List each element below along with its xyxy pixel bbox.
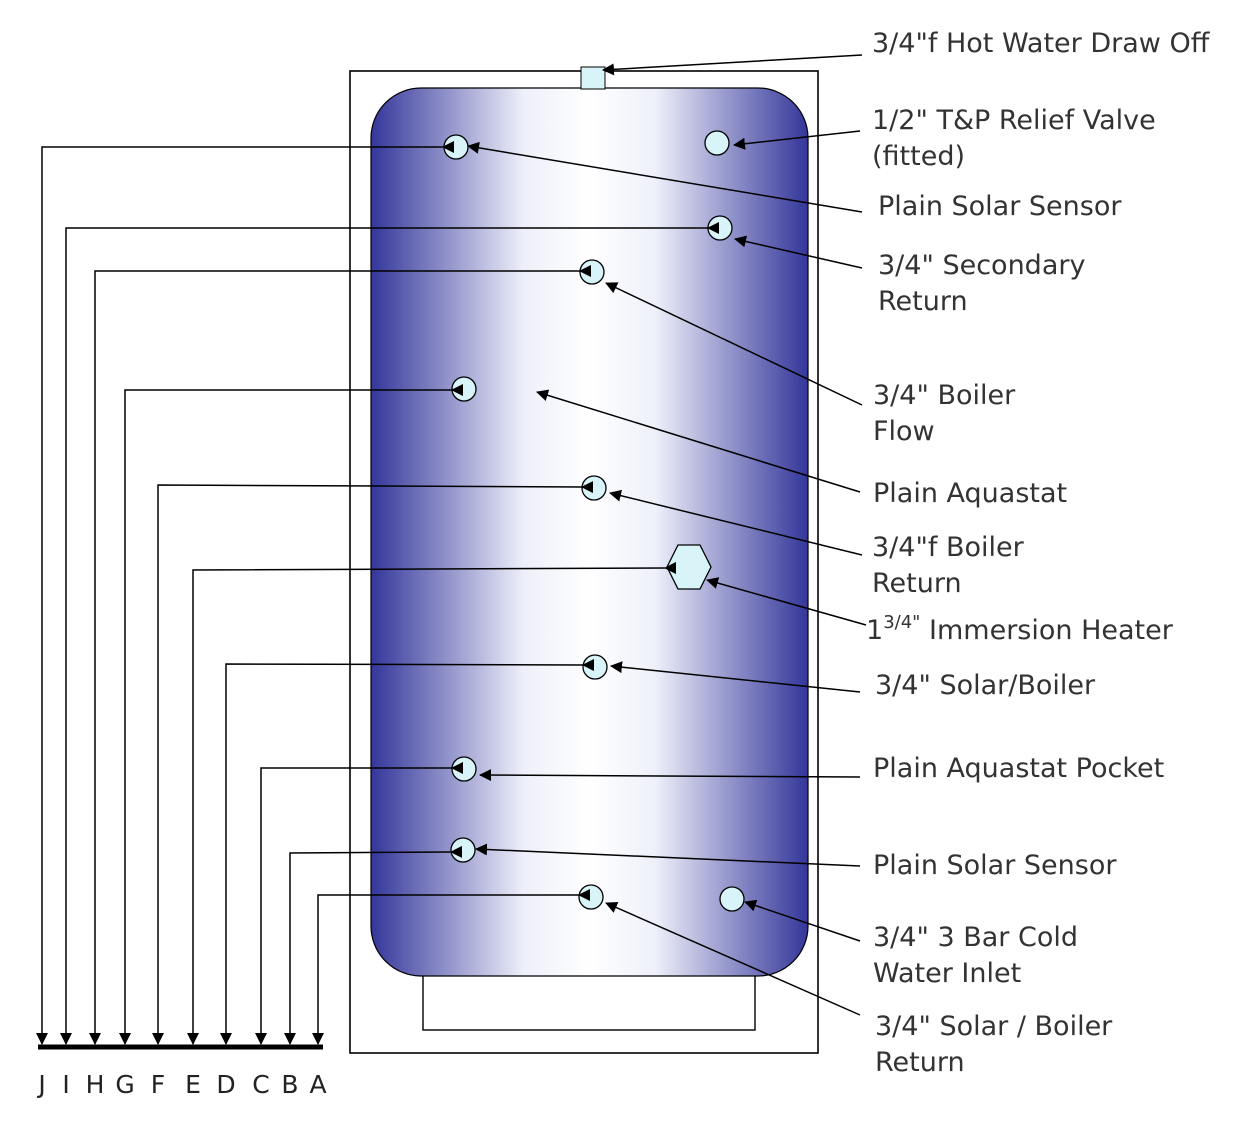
leader-solar-sensor-top bbox=[467, 141, 863, 213]
label-boiler-flow-line1: 3/4" Boiler bbox=[873, 380, 1016, 411]
axis-letter-F: F bbox=[151, 1070, 165, 1099]
label-immersion-prefix: 1 bbox=[866, 615, 883, 646]
port-secondary-return bbox=[707, 215, 733, 241]
tank-body bbox=[370, 87, 809, 977]
dim-I bbox=[60, 222, 719, 1045]
tank-base bbox=[422, 974, 756, 1031]
port-solar-boiler bbox=[582, 654, 608, 680]
port-solar-boiler-return bbox=[578, 884, 604, 910]
axis-letter-J: J bbox=[36, 1070, 45, 1099]
leader-immersion-heater bbox=[706, 577, 867, 626]
axis-letter-C: C bbox=[252, 1070, 269, 1099]
leader-hot-draw-off bbox=[602, 54, 863, 76]
dim-A bbox=[312, 889, 590, 1045]
label-boiler-flow-line2: Flow bbox=[873, 416, 935, 447]
label-immersion-rest: Immersion Heater bbox=[920, 615, 1173, 646]
label-immersion-fraction: 3/4" bbox=[883, 612, 920, 633]
label-solar-sensor-bottom: Plain Solar Sensor bbox=[873, 850, 1117, 881]
label-cold-inlet-line1: 3/4" 3 Bar Cold bbox=[873, 922, 1078, 953]
dim-C bbox=[255, 762, 463, 1045]
label-secondary-return-line2: Return bbox=[878, 286, 968, 317]
axis-letter-D: D bbox=[216, 1070, 235, 1099]
port-boiler-flow bbox=[579, 259, 605, 285]
dim-H bbox=[89, 265, 591, 1045]
port-aquastat-pocket bbox=[451, 756, 477, 782]
axis-letter-I: I bbox=[62, 1070, 69, 1099]
axis-letter-G: G bbox=[115, 1070, 134, 1099]
label-aquastat: Plain Aquastat bbox=[873, 478, 1067, 509]
dim-J bbox=[36, 141, 454, 1045]
port-solar-sensor-bottom bbox=[450, 837, 476, 863]
dim-F bbox=[152, 481, 594, 1045]
axis-letter-E: E bbox=[185, 1070, 201, 1099]
label-immersion-heater: 13/4" Immersion Heater bbox=[866, 612, 1174, 646]
port-aquastat bbox=[451, 376, 477, 402]
label-solar-sensor-top: Plain Solar Sensor bbox=[878, 191, 1122, 222]
port-solar-sensor-top bbox=[443, 134, 469, 160]
dim-E bbox=[187, 561, 677, 1045]
label-hot-draw-off: 3/4"f Hot Water Draw Off bbox=[872, 28, 1211, 59]
label-solar-boiler-return-line2: Return bbox=[875, 1047, 965, 1078]
dim-G bbox=[119, 384, 463, 1045]
leader-secondary-return bbox=[734, 235, 863, 269]
leader-cold-inlet bbox=[744, 899, 861, 942]
leader-tp-relief bbox=[733, 130, 861, 150]
label-aquastat-pocket: Plain Aquastat Pocket bbox=[873, 753, 1164, 784]
axis-letter-H: H bbox=[86, 1070, 105, 1099]
label-boiler-return-line2: Return bbox=[872, 568, 962, 599]
label-boiler-return-line1: 3/4"f Boiler bbox=[872, 532, 1025, 563]
axis-letter-A: A bbox=[309, 1070, 326, 1099]
port-tp-relief bbox=[704, 130, 730, 156]
axis-letter-B: B bbox=[281, 1070, 298, 1099]
hot-draw-off-pipe bbox=[580, 66, 606, 90]
port-boiler-return bbox=[581, 475, 607, 501]
label-cold-inlet-line2: Water Inlet bbox=[873, 958, 1021, 989]
label-secondary-return-line1: 3/4" Secondary bbox=[878, 250, 1085, 281]
label-tp-relief-line1: 1/2" T&P Relief Valve bbox=[872, 105, 1156, 136]
label-tp-relief-line2: (fitted) bbox=[872, 141, 965, 172]
dim-B bbox=[284, 845, 463, 1045]
label-solar-boiler: 3/4" Solar/Boiler bbox=[875, 670, 1096, 701]
dim-D bbox=[220, 659, 595, 1045]
label-solar-boiler-return-line1: 3/4" Solar / Boiler bbox=[875, 1011, 1113, 1042]
port-cold-inlet bbox=[719, 886, 745, 912]
